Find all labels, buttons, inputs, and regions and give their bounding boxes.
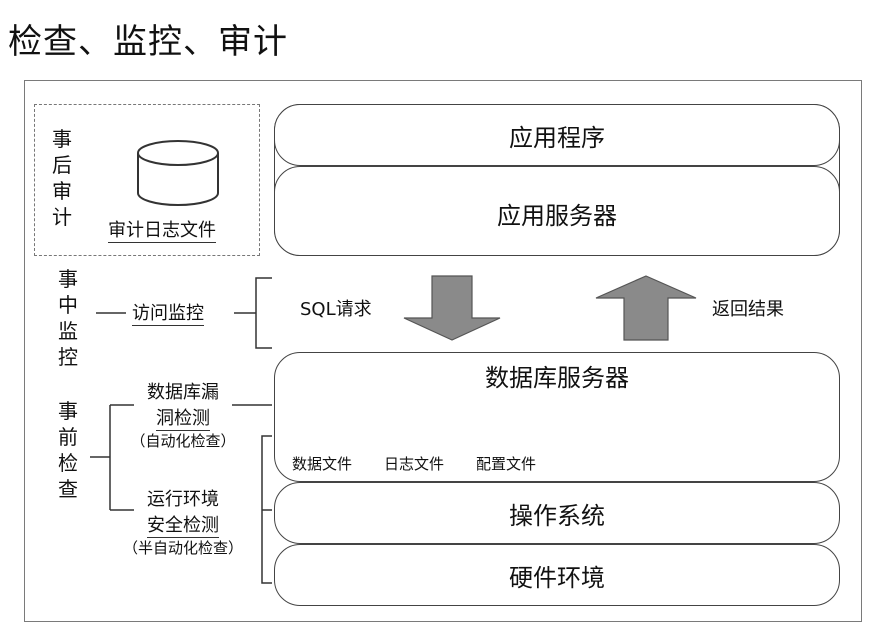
audit-log-label: 审计日志文件 [108,220,216,243]
post-audit-char: 事 [52,127,72,151]
post-audit-label: 事 后 审 计 [50,126,74,230]
access-monitor-wrap: 访问监控 [132,299,204,326]
page-title: 检查、监控、审计 [8,22,288,62]
env-security-line2: 安全检测 [147,515,219,538]
db-server-layer [274,352,840,482]
post-audit-char: 计 [52,205,72,229]
audit-log-cylinder-icon [137,140,219,206]
pre-check-char: 查 [58,477,78,501]
pre-check-char: 事 [58,399,78,423]
post-audit-char: 审 [52,179,72,203]
hardware-label: 硬件环境 [509,564,605,592]
return-result-arrow-icon [595,275,697,341]
sql-request-label: SQL请求 [300,299,372,320]
db-vuln-line2: 洞检测 [156,408,210,431]
db-vuln-check: 数据库漏 洞检测 （自动化检查） [124,378,242,451]
in-process-label: 事 中 监 控 [56,266,80,370]
data-file-label: 数据文件 [291,455,352,473]
pre-check-char: 前 [58,425,78,449]
diagram-frame [24,80,862,622]
app-server-label: 应用服务器 [497,202,617,230]
access-monitor-label: 访问监控 [132,303,204,326]
app-server-layer [274,166,840,256]
db-vuln-note: （自动化检查） [130,432,236,450]
pre-check-connector [90,404,272,584]
in-process-char: 监 [58,319,78,343]
os-layer [274,482,840,544]
app-layer-label: 应用程序 [509,124,605,152]
os-label: 操作系统 [509,502,605,530]
db-vuln-line1: 数据库漏 [147,382,219,403]
env-security-note: （半自动化检查） [122,539,243,557]
in-process-char: 事 [58,267,78,291]
pre-check-label: 事 前 检 查 [56,398,80,502]
return-result-label: 返回结果 [712,299,784,320]
in-process-char: 中 [58,293,78,317]
config-file-label: 配置文件 [475,455,536,473]
log-file-label: 日志文件 [383,455,444,473]
pre-check-char: 检 [58,451,78,475]
env-security-line1: 运行环境 [147,489,219,510]
hardware-layer [274,544,840,606]
audit-log-label-wrap: 审计日志文件 [108,216,216,243]
access-monitor-connector [96,277,272,349]
post-audit-char: 后 [52,153,72,177]
sql-request-arrow-icon [403,275,501,341]
db-server-label: 数据库服务器 [485,364,629,392]
app-layer [274,104,840,166]
post-audit-group [34,104,260,256]
env-security-check: 运行环境 安全检测 （半自动化检查） [108,485,258,558]
in-process-char: 控 [58,345,78,369]
